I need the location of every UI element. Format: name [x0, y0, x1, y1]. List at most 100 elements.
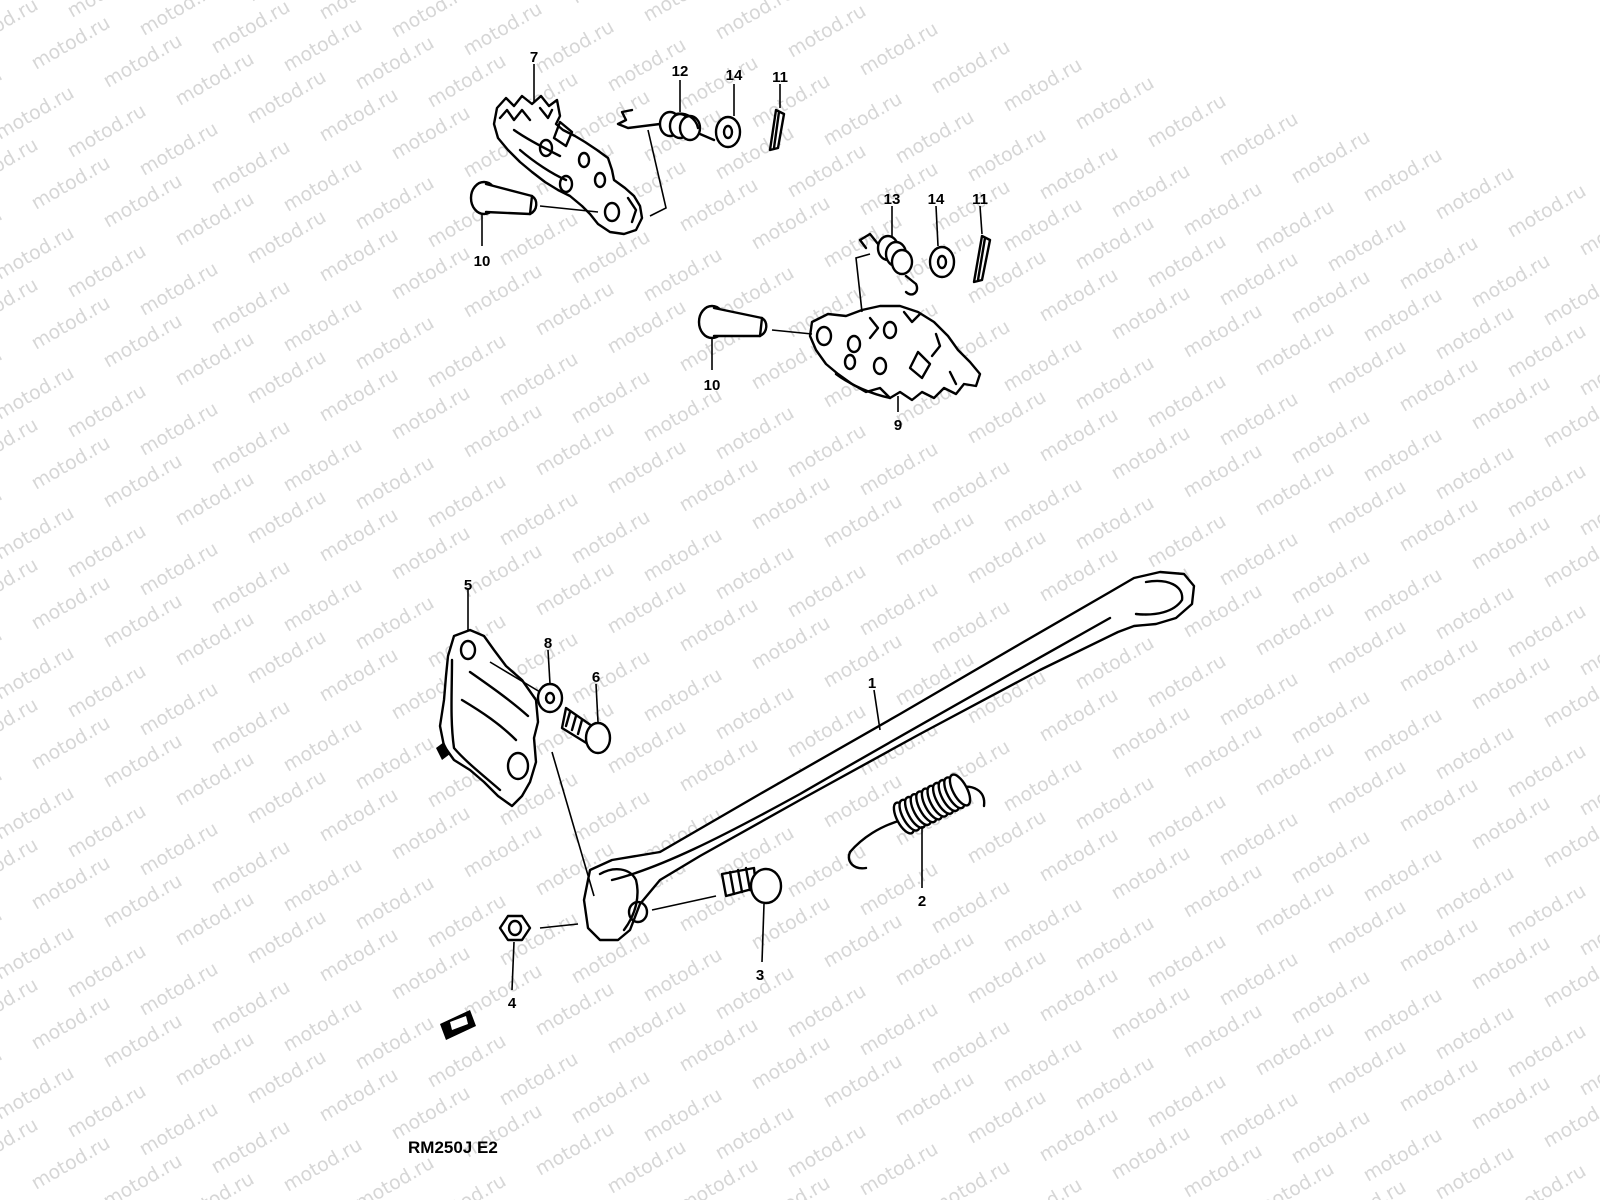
watermark-text: motod.ru: [964, 526, 1050, 589]
watermark-text: motod.ru: [1288, 406, 1374, 469]
watermark-text: motod.ru: [460, 960, 546, 1023]
direction-arrow-tag: [440, 1010, 476, 1040]
watermark-text: motod.ru: [712, 682, 798, 745]
watermark-text: motod.ru: [1036, 684, 1122, 747]
watermark-text: motod.ru: [1072, 1052, 1158, 1115]
watermark-text: motod.ru: [676, 734, 762, 797]
watermark-text: motod.ru: [532, 1118, 618, 1181]
watermark-text: motod.ru: [1000, 334, 1086, 397]
watermark-text: motod.ru: [1180, 1000, 1266, 1063]
watermark-text: motod.ru: [388, 802, 474, 865]
watermark-text: motod.ru: [1360, 424, 1446, 487]
watermark-text: motod.ru: [100, 870, 186, 933]
watermark-text: motod.ru: [172, 48, 258, 111]
watermark-text: motod.ru: [172, 188, 258, 251]
watermark-text: motod.ru: [1216, 108, 1302, 171]
watermark-text: motod.ru: [1396, 634, 1482, 697]
watermark-text: motod.ru: [856, 158, 942, 221]
watermark-text: motod.ru: [244, 766, 330, 829]
callout-4: 4: [508, 995, 517, 1012]
watermark-text: motod.ru: [604, 1136, 690, 1199]
watermark-text: motod.ru: [676, 594, 762, 657]
washer-left: [714, 115, 742, 149]
watermark-text: motod.ru: [352, 1152, 438, 1200]
clevis-pin-left: [469, 180, 599, 216]
watermark-text: motod.ru: [352, 32, 438, 95]
watermark-text: motod.ru: [1468, 792, 1554, 855]
watermark-text: motod.ru: [1432, 722, 1518, 785]
watermark-text: motod.ru: [1252, 598, 1338, 661]
watermark-text: motod.ru: [28, 992, 114, 1055]
watermark-text: motod.ru: [964, 806, 1050, 869]
watermark-text: motod.ru: [784, 1120, 870, 1183]
watermark-text: motod.ru: [1468, 932, 1554, 995]
watermark-text: motod.ru: [640, 1084, 726, 1147]
watermark-text: motod.ru: [964, 386, 1050, 449]
watermark-text: motod.ru: [244, 346, 330, 409]
watermark-text: motod.ru: [1540, 670, 1600, 733]
watermark-text: motod.ru: [28, 432, 114, 495]
watermark-text: motod.ru: [100, 170, 186, 233]
watermark-text: motod.ru: [712, 1102, 798, 1165]
watermark-text: motod.ru: [1108, 422, 1194, 485]
watermark-text: motod.ru: [64, 1080, 150, 1143]
watermark-text: motod.ru: [748, 1032, 834, 1095]
watermark-text: motod.ru: [1180, 178, 1266, 241]
watermark-text: motod.ru: [1324, 214, 1410, 277]
watermark-text: motod.ru: [1432, 1142, 1518, 1200]
watermark-text: motod.ru: [1396, 914, 1482, 977]
watermark-text: motod.ru: [0, 0, 42, 56]
watermark-text: motod.ru: [1576, 618, 1600, 681]
watermark-text: motod.ru: [1252, 738, 1338, 801]
watermark-text: motod.ru: [1360, 564, 1446, 627]
watermark-text: motod.ru: [1144, 370, 1230, 433]
watermark-text: motod.ru: [964, 124, 1050, 187]
watermark-text: motod.ru: [208, 276, 294, 339]
watermark-text: motod.ru: [0, 362, 78, 425]
watermark-text: motod.ru: [496, 208, 582, 271]
watermark-text: motod.ru: [352, 592, 438, 655]
watermark-text: motod.ru: [1360, 844, 1446, 907]
pivot-nut: [498, 914, 579, 942]
watermark-text: motod.ru: [1288, 686, 1374, 749]
callout-labels: 7 12 14 11 10 13 14 11 10 9 5 8 6 1 2 3 …: [464, 49, 988, 1012]
watermark-text: motod.ru: [1108, 1122, 1194, 1185]
watermark-text: motod.ru: [892, 1068, 978, 1131]
watermark-text: motod.ru: [1072, 772, 1158, 835]
footpeg-right: [808, 304, 982, 402]
watermark-text: motod.ru: [316, 224, 402, 287]
watermark-text: motod.ru: [136, 678, 222, 741]
watermark-text: motod.ru: [676, 1154, 762, 1200]
watermark-text: motod.ru: [676, 1014, 762, 1077]
watermark-text: motod.ru: [1036, 1104, 1122, 1167]
watermark-text: motod.ru: [1072, 212, 1158, 275]
watermark-text: motod.ru: [64, 100, 150, 163]
watermark-text: motod.ru: [748, 70, 834, 133]
callout-13: 13: [884, 191, 901, 208]
callout-10-top: 10: [474, 253, 491, 270]
watermark-text: motod.ru: [532, 418, 618, 481]
watermark-text: motod.ru: [388, 102, 474, 165]
watermark-text: motod.ru: [1180, 860, 1266, 923]
watermark-text: motod.ru: [1144, 90, 1230, 153]
watermark-text: motod.ru: [1216, 808, 1302, 871]
watermark-text: motod.ru: [28, 1132, 114, 1195]
footpeg-spring-left: [616, 108, 716, 217]
watermark-text: motod.ru: [568, 646, 654, 709]
watermark-text: motod.ru: [1504, 1020, 1590, 1083]
watermark-text: motod.ru: [172, 748, 258, 811]
callout-6: 6: [592, 669, 600, 686]
watermark-text: motod.ru: [640, 524, 726, 587]
watermark-text: motod.ru: [1540, 810, 1600, 873]
watermark-text: motod.ru: [820, 1050, 906, 1113]
watermark-text: motod.ru: [280, 714, 366, 777]
watermark-text: motod.ru: [1468, 250, 1554, 313]
watermark-text: motod.ru: [100, 1150, 186, 1200]
watermark-text: motod.ru: [100, 730, 186, 793]
watermark-text: motod.ru: [568, 506, 654, 569]
watermark-text: motod.ru: [712, 962, 798, 1025]
watermark-text: motod.ru: [424, 50, 510, 113]
watermark-text: motod.ru: [316, 504, 402, 567]
callout-5: 5: [464, 577, 472, 594]
watermark-text: motod.ru: [0, 782, 78, 845]
